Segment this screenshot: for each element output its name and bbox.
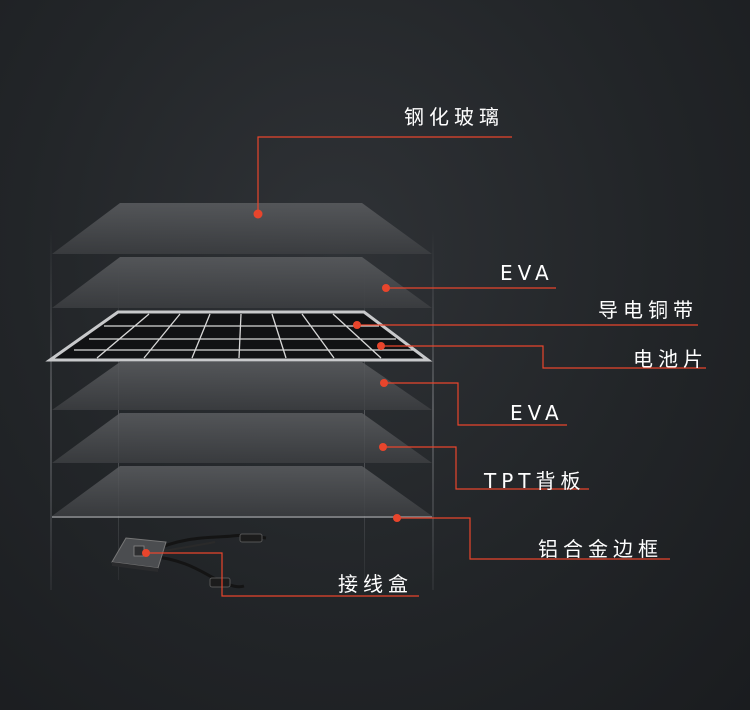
marker-dots [142, 209, 401, 557]
label-eva-top: EVA [500, 261, 554, 285]
tempered-glass-layer [52, 203, 432, 254]
frame-post-right [432, 230, 434, 590]
label-aluminum-frame: 铝合金边框 [538, 537, 663, 561]
label-tempered-glass: 钢化玻璃 [404, 105, 504, 129]
marker-aluminum-frame [393, 514, 401, 522]
marker-eva-bottom [380, 379, 388, 387]
marker-tempered-glass [253, 209, 263, 219]
eva-top-layer [52, 257, 432, 308]
label-eva-bottom: EVA [510, 401, 564, 425]
tpt-backsheet-layer [52, 413, 432, 463]
marker-tpt-backsheet [379, 443, 387, 451]
frame-post-left [50, 230, 52, 590]
label-junction-box: 接线盒 [338, 572, 413, 596]
label-copper-ribbon: 导电铜带 [598, 298, 698, 322]
marker-junction-box [142, 549, 150, 557]
solar-cell-layer [45, 310, 433, 362]
junction-box-illustration [111, 533, 267, 589]
label-tpt-backsheet: TPT背板 [484, 469, 586, 493]
marker-eva-top [382, 284, 390, 292]
aluminum-frame-layer [52, 466, 432, 516]
eva-bottom-layer [52, 362, 432, 410]
label-solar-cell: 电池片 [633, 347, 708, 371]
leader-lines [146, 136, 706, 597]
marker-copper-ribbon [353, 321, 361, 329]
marker-solar-cell [377, 342, 385, 350]
